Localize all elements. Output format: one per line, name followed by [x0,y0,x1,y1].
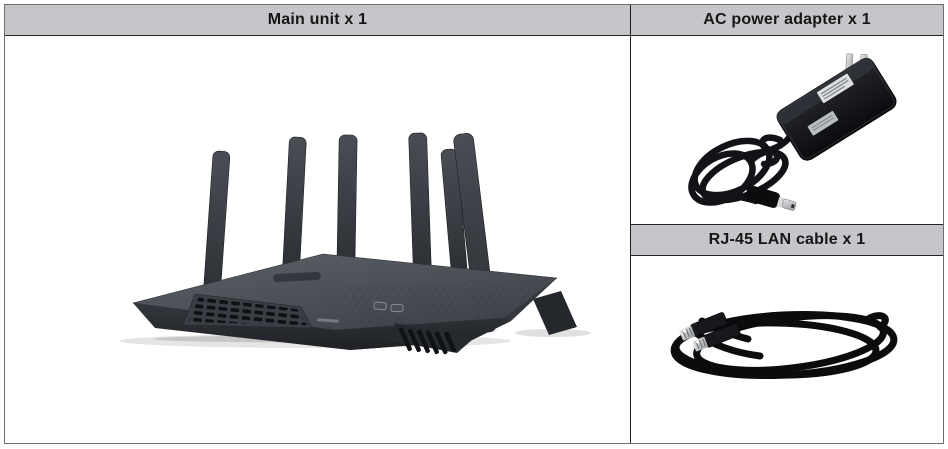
vent-grille [182,293,313,329]
power-adapter-image [687,53,896,211]
lan-cable-header: RJ-45 LAN cable x 1 [631,224,943,256]
brand-logo [273,271,321,283]
adapter-label [807,73,854,136]
cable-coil [670,310,897,380]
packing-table: Main unit x 1 [4,4,944,444]
lan-cable-image [670,310,897,380]
router-stand [533,291,577,335]
ac-adapter-header-label: AC power adapter x 1 [703,11,871,28]
dc-barrel-connector [744,185,796,211]
rj45-connector [691,323,741,352]
router-body [132,253,558,355]
accessories-column: AC power adapter x 1 [631,5,943,443]
rj45-connector [678,312,727,341]
ac-adapter-cell [631,36,943,224]
main-unit-header: Main unit x 1 [5,5,630,36]
lan-cable-header-label: RJ-45 LAN cable x 1 [708,231,866,248]
main-unit-cell [5,36,630,443]
router-antennas [202,132,497,333]
router-image [119,132,591,355]
side-vent-fins [387,323,473,355]
ac-adapter-header: AC power adapter x 1 [631,5,943,36]
main-unit-header-label: Main unit x 1 [267,11,368,28]
rj45-connectors [678,312,741,352]
lan-cable-cell [631,256,943,443]
model-label [316,318,339,323]
front-port-markings [373,301,404,313]
power-adapter-body [775,57,896,161]
main-unit-column: Main unit x 1 [5,5,631,443]
